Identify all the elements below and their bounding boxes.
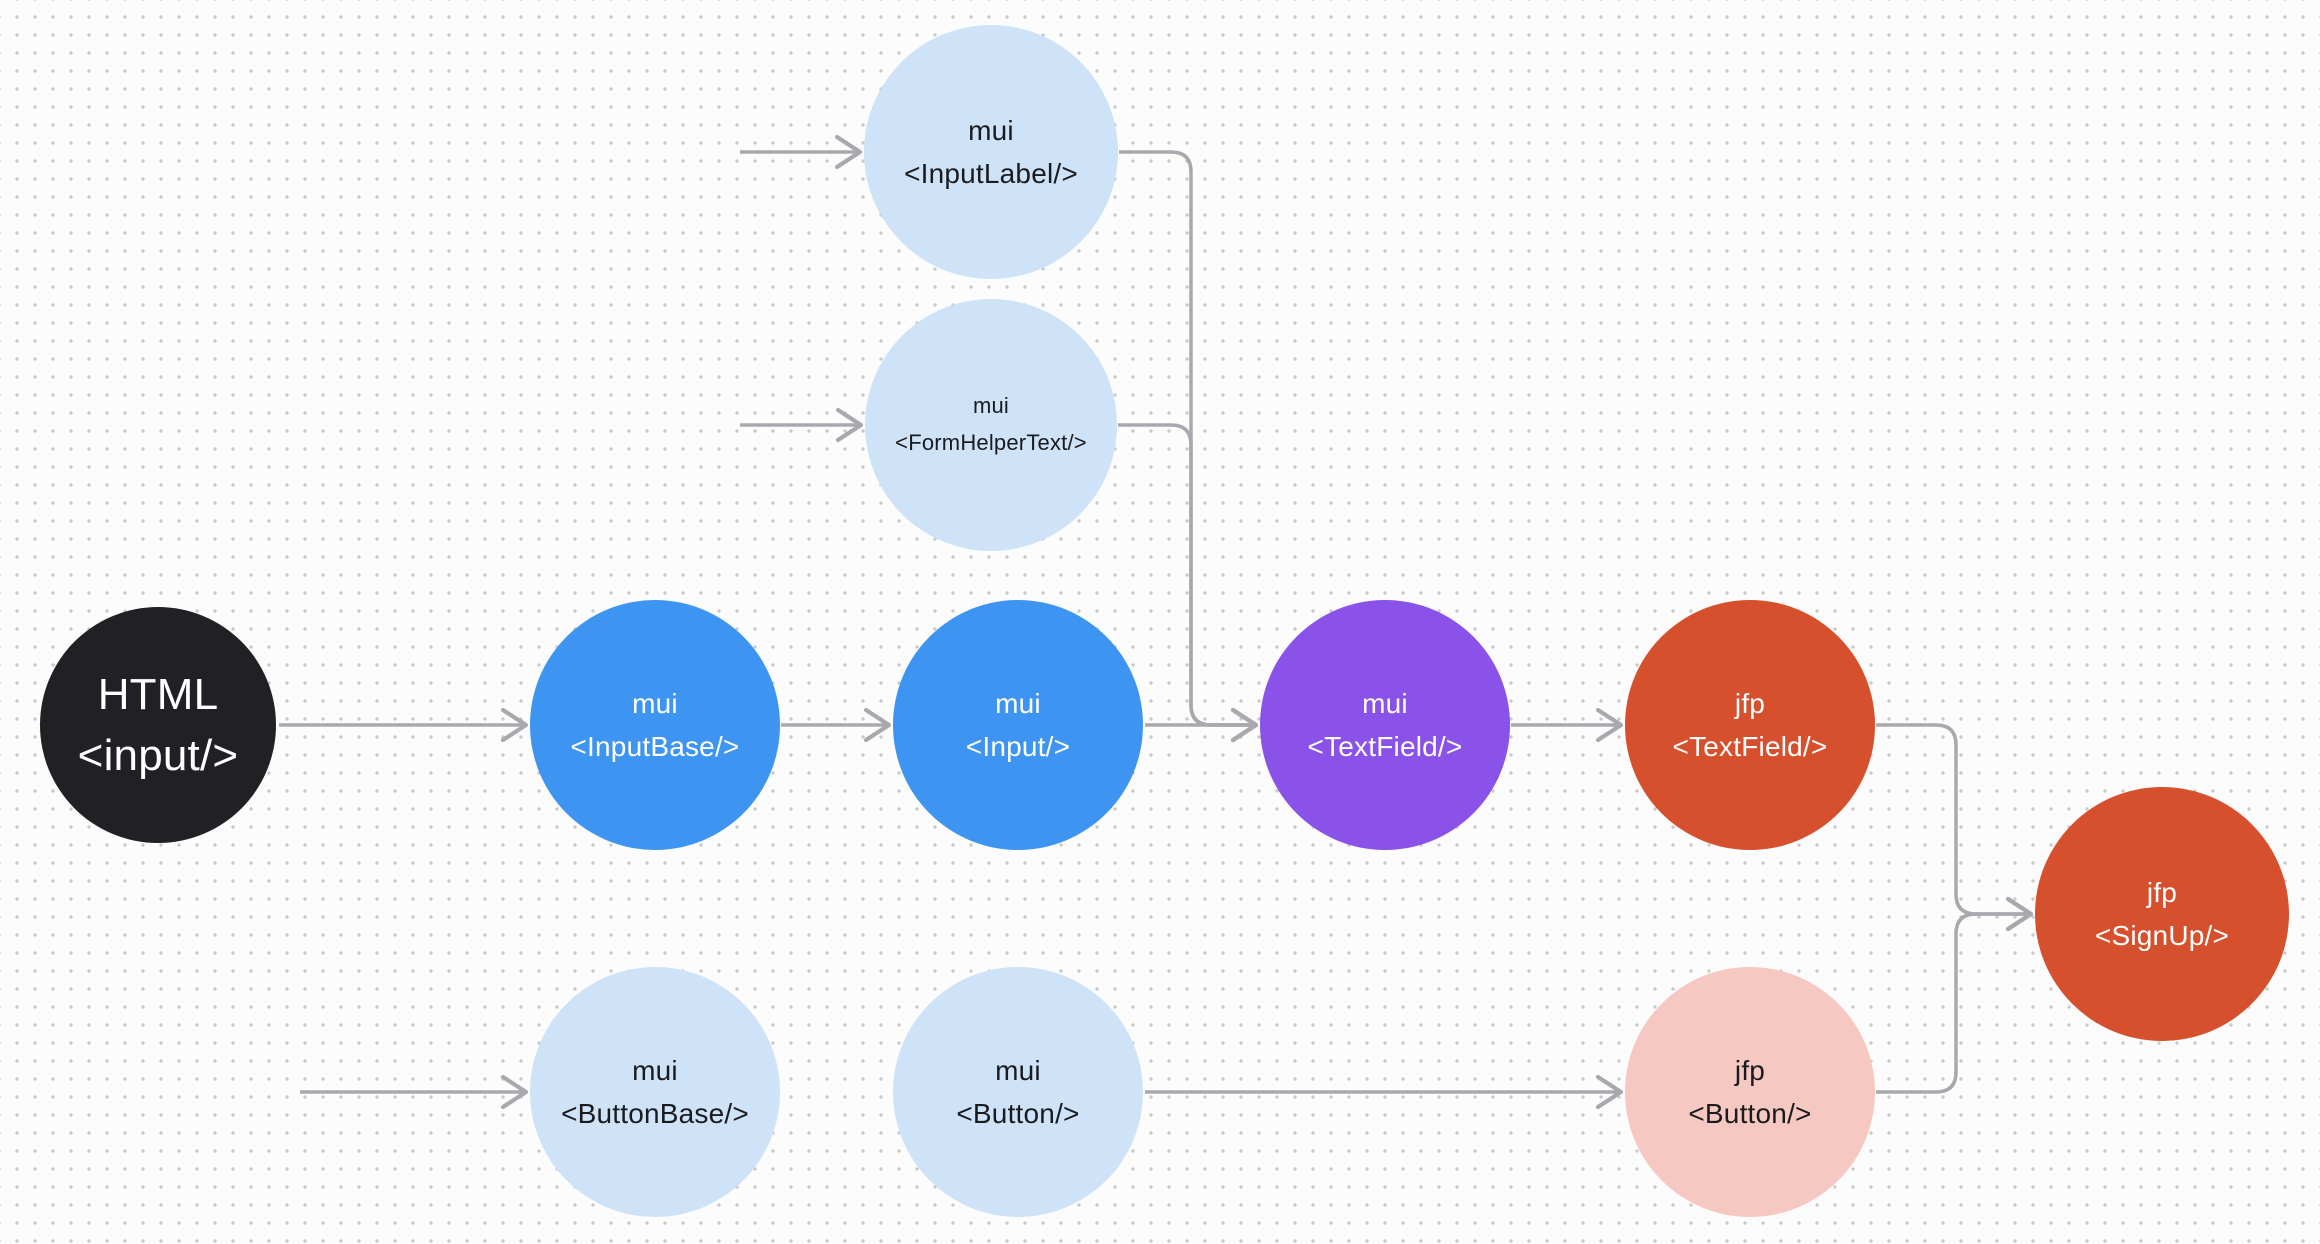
node-label-component: <SignUp/> [2094,920,2230,951]
node-mui-input[interactable]: mui <Input/> [893,600,1143,850]
node-label-prefix: mui [632,687,678,719]
node-mui-form-helper-text[interactable]: mui <FormHelperText/> [865,299,1117,551]
node-label-prefix: mui [972,393,1010,419]
node-mui-text-field[interactable]: mui <TextField/> [1260,600,1510,850]
node-label-component: <FormHelperText/> [895,430,1087,455]
node-jfp-sign-up[interactable]: jfp <SignUp/> [2035,787,2289,1041]
node-label-component: <Input/> [965,731,1071,762]
node-label-component: <Button/> [956,1098,1080,1129]
node-jfp-text-field[interactable]: jfp <TextField/> [1625,600,1875,850]
node-label-component: <Button/> [1688,1098,1812,1129]
edge-jfp-text-field-to-sign-up[interactable] [1876,723,2034,932]
edge-input-label-to-text-field[interactable] [1119,150,1259,743]
node-mui-button-base[interactable]: mui <ButtonBase/> [530,967,780,1217]
node-mui-button[interactable]: mui <Button/> [893,967,1143,1217]
node-label-component: <input/> [77,731,239,780]
node-label-component: <TextField/> [1307,731,1463,762]
edge-jfp-button-to-sign-up[interactable] [1876,896,2034,1094]
node-label-prefix: HTML [97,669,219,719]
node-label-prefix: mui [995,1054,1041,1086]
node-label-prefix: jfp [1734,687,1766,719]
node-html-input[interactable]: HTML <input/> [40,607,276,843]
node-label-component: <InputLabel/> [904,158,1078,189]
node-label-prefix: mui [1362,687,1408,719]
node-label-component: <InputBase/> [570,731,740,762]
node-label-component: <ButtonBase/> [561,1098,749,1129]
node-label-component: <TextField/> [1672,731,1828,762]
node-mui-input-label[interactable]: mui <InputLabel/> [864,25,1118,279]
node-mui-input-base[interactable]: mui <InputBase/> [530,600,780,850]
node-label-prefix: mui [995,687,1041,719]
node-label-prefix: jfp [2146,876,2178,908]
edge-form-helper-text-to-text-field[interactable] [1118,423,1259,743]
node-label-prefix: jfp [1734,1054,1766,1086]
node-label-prefix: mui [632,1054,678,1086]
node-jfp-button[interactable]: jfp <Button/> [1625,967,1875,1217]
node-label-prefix: mui [968,114,1014,146]
